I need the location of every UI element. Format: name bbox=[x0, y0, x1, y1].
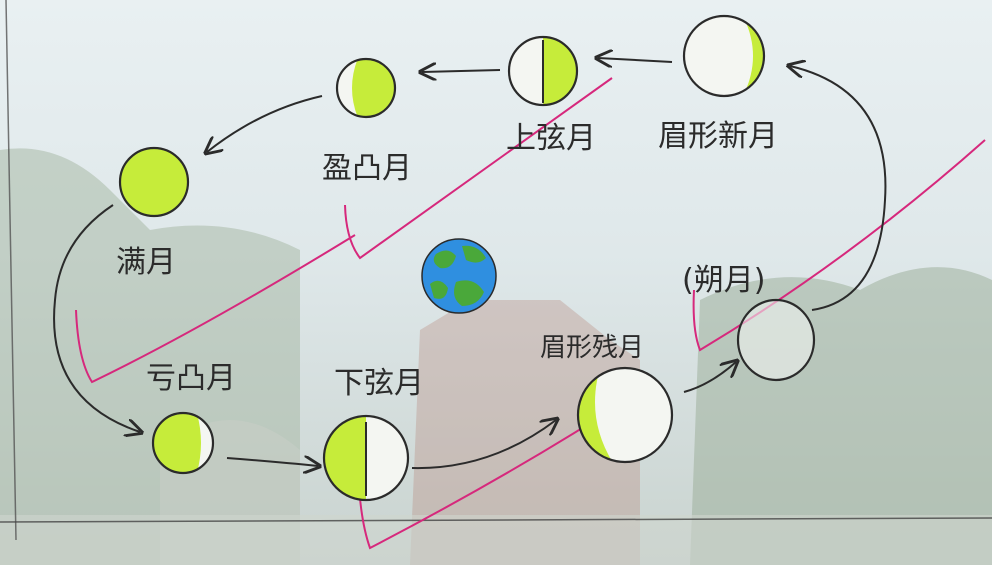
moon-waning-gibbous bbox=[151, 411, 215, 475]
orbit-arrow-icon bbox=[411, 420, 556, 470]
orbit-arrow-icon bbox=[226, 458, 318, 466]
moon-waxing-gibbous bbox=[335, 57, 397, 119]
phase-labels: 眉形新月 上弦月 盈凸月 满月 亏凸月 下弦月 眉形残月 (朔月) bbox=[116, 119, 778, 401]
label-waning-crescent: 眉形残月 bbox=[540, 333, 644, 363]
moon-new bbox=[736, 298, 816, 382]
orbit-arrow-icon bbox=[207, 95, 323, 152]
label-waning-gibbous: 亏凸月 bbox=[146, 361, 236, 396]
orbit-arrow-icon bbox=[683, 362, 736, 393]
earth-globe-icon bbox=[421, 238, 497, 314]
orbit-arrow-icon bbox=[790, 66, 887, 311]
label-waxing-gibbous: 盈凸月 bbox=[322, 151, 412, 186]
moon-full bbox=[118, 146, 190, 218]
label-new-moon: (朔月) bbox=[682, 263, 765, 298]
orbit-arrow-icon bbox=[598, 58, 673, 62]
orbit-arrows bbox=[53, 58, 887, 470]
orbit-arrow-icon bbox=[53, 204, 140, 432]
label-full-moon: 满月 bbox=[116, 245, 176, 280]
label-last-quarter: 下弦月 bbox=[334, 366, 424, 401]
label-waxing-crescent: 眉形新月 bbox=[658, 119, 778, 154]
orbit-arrow-icon bbox=[422, 70, 501, 72]
label-first-quarter: 上弦月 bbox=[506, 121, 596, 156]
